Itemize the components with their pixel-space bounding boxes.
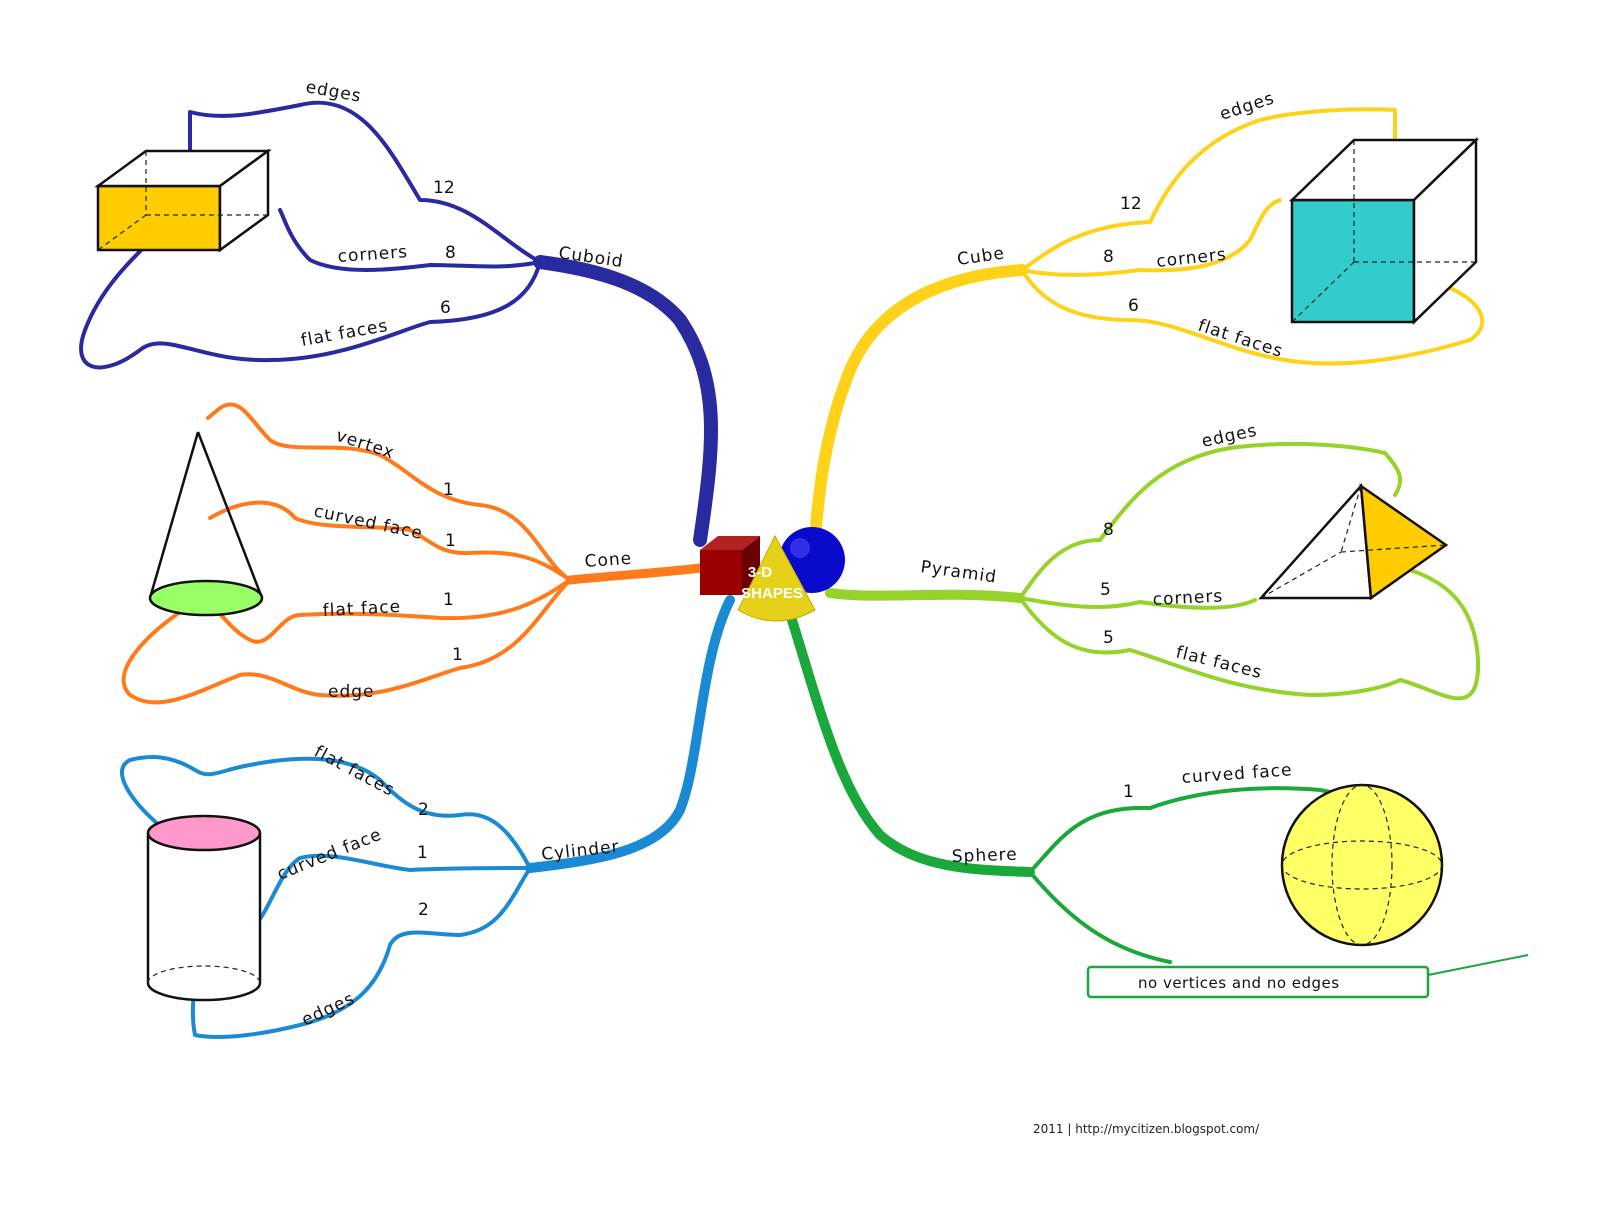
cuboid-edges-value: 12 <box>433 178 455 198</box>
cylinder-main-branch <box>525 595 735 873</box>
cube-corners-value: 8 <box>1103 247 1114 267</box>
cuboid-faces-label: flat faces <box>299 316 389 351</box>
cylinder-curved-label: curved face <box>274 824 384 884</box>
cube-main-branch <box>809 264 1028 546</box>
cube-corners-label: corners <box>1155 245 1227 272</box>
cone-curved-value: 1 <box>445 531 456 551</box>
pyramid-edges-line <box>1018 441 1403 600</box>
cylinder-branch: Cylinder flat faces 2 curved face 1 edge… <box>120 595 735 1039</box>
sphere-main-branch <box>787 615 1035 877</box>
sphere-note-line <box>1028 870 1172 964</box>
sphere-note-box <box>1086 965 1430 999</box>
cylinder-shape-icon <box>146 814 262 1002</box>
sphere-curvedface-label: curved face <box>1181 760 1293 788</box>
cylinder-curved-line <box>213 853 532 932</box>
cylinder-flatfaces-value: 2 <box>418 800 429 820</box>
cube-edges-value: 12 <box>1120 194 1142 214</box>
cuboid-faces-value: 6 <box>440 298 451 318</box>
cylinder-edges-value: 2 <box>418 900 429 920</box>
center-cone-icon <box>737 534 816 622</box>
pyramid-faces-label: flat faces <box>1174 642 1264 683</box>
pyramid-label: Pyramid <box>919 557 998 587</box>
cuboid-faces-line <box>79 230 542 370</box>
pyramid-corners-value: 5 <box>1100 580 1111 600</box>
cone-branch: Cone vertex 1 curved face 1 flat face 1 … <box>121 402 705 705</box>
cylinder-flatfaces-line <box>120 755 532 870</box>
cylinder-flatfaces-label: flat faces <box>311 742 398 801</box>
cone-vertex-label: vertex <box>333 426 397 464</box>
cube-faces-value: 6 <box>1128 296 1139 316</box>
cuboid-main-branch <box>533 255 719 547</box>
center-node: 3-D SHAPES <box>700 527 845 622</box>
sphere-label: Sphere <box>951 845 1018 867</box>
pyramid-corners-line <box>1018 596 1257 610</box>
cone-flatface-label: flat face <box>322 597 401 621</box>
cuboid-shape-icon <box>94 148 272 253</box>
pyramid-edges-value: 8 <box>1103 520 1114 540</box>
cone-vertex-line <box>206 402 572 582</box>
cuboid-corners-label: corners <box>337 242 409 267</box>
cone-label: Cone <box>584 549 633 572</box>
pyramid-faces-line <box>1018 568 1481 701</box>
center-label-line1: 3-D <box>748 564 772 581</box>
cylinder-label: Cylinder <box>540 837 620 865</box>
cylinder-edges-label: edges <box>299 989 359 1031</box>
cuboid-corners-value: 8 <box>445 243 456 263</box>
cube-shape-icon <box>1288 137 1480 325</box>
cube-branch: Cube edges 12 corners 8 flat faces 6 <box>809 88 1485 546</box>
cube-edges-line <box>1020 107 1397 272</box>
cuboid-corners-line <box>278 208 542 272</box>
center-label-line2: SHAPES <box>741 585 803 602</box>
center-cube-icon <box>700 536 760 550</box>
cone-flatface-value: 1 <box>443 590 454 610</box>
cone-edge-value: 1 <box>452 645 463 665</box>
cone-main-branch <box>565 563 705 585</box>
cone-curved-line <box>208 500 572 582</box>
sphere-branch: Sphere curved face 1 no vertices and no … <box>787 615 1529 999</box>
cuboid-branch: Cuboid edges 12 corners 8 flat faces 6 <box>79 77 719 547</box>
cylinder-edges-line <box>190 866 532 1039</box>
pyramid-faces-value: 5 <box>1103 628 1114 648</box>
cone-vertex-value: 1 <box>443 480 454 500</box>
pyramid-shape-icon <box>1258 483 1449 601</box>
footer-credit: 2011 | http://mycitizen.blogspot.com/ <box>1033 1122 1260 1136</box>
sphere-shape-icon <box>1280 783 1444 947</box>
sphere-note-pointer <box>1427 954 1529 976</box>
cuboid-edges-line <box>188 100 542 264</box>
cube-faces-label: flat faces <box>1195 316 1285 362</box>
cylinder-curved-value: 1 <box>417 843 428 863</box>
sphere-note-text: no vertices and no edges <box>1138 974 1340 992</box>
cone-edge-label: edge <box>328 682 375 702</box>
cone-curved-label: curved face <box>312 501 425 544</box>
cube-label: Cube <box>956 243 1006 269</box>
pyramid-main-branch <box>825 588 1025 603</box>
sphere-curvedface-value: 1 <box>1123 782 1134 802</box>
cone-shape-icon <box>148 431 264 617</box>
cone-flatface-line <box>203 578 572 644</box>
pyramid-corners-label: corners <box>1152 586 1223 610</box>
cone-edge-line <box>121 578 572 705</box>
pyramid-branch: Pyramid edges 8 corners 5 flat faces 5 <box>825 421 1481 701</box>
cube-corners-line <box>1020 198 1282 277</box>
